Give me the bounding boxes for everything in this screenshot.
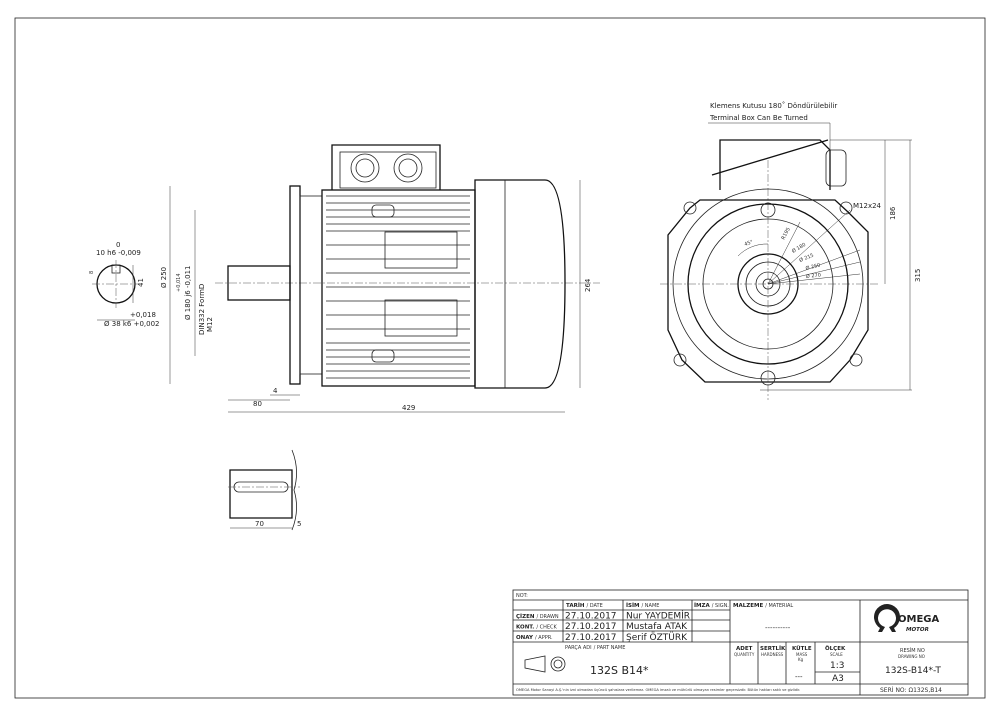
projection-symbol-icon	[524, 655, 566, 673]
dim-70: 70	[255, 520, 264, 528]
dim-d180-tol: +0,014	[176, 273, 182, 292]
dim-d250-front: Ø 250	[805, 262, 821, 272]
scale-label: ÖLÇEK	[825, 645, 846, 652]
drawing-no: 132S-B14*-T	[885, 666, 941, 676]
terminal-box	[331, 144, 441, 190]
serial-no: SERİ NO: Ω132S,B14	[880, 687, 942, 694]
material-value: ----------	[765, 624, 791, 632]
mass-value: ---	[795, 673, 803, 681]
key-detail: 70 5	[228, 449, 301, 531]
part-name-label: PARÇA ADI/ PART NAME	[565, 645, 625, 651]
sheet-frame	[14, 17, 986, 699]
scale-value: 1:3	[830, 661, 844, 671]
fan-cover	[474, 179, 566, 389]
shaft-section: 0 10 h6 -0,009 8 41 +0,018 Ø 38 k6 +0,00…	[89, 241, 160, 328]
logo-word: OMEGA	[898, 614, 939, 625]
note-terminal-box-en: Terminal Box Can Be Turned	[709, 114, 808, 122]
drawing-no-label-en: DRAWING NO	[898, 654, 925, 659]
row-check-name: Mustafa ATAK	[626, 622, 688, 632]
hardness-label-en: HARDNESS	[761, 652, 784, 657]
scale-label-en: SCALE	[830, 652, 843, 657]
key-dim: 10 h6 -0,009	[96, 249, 141, 257]
hardness-label: SERTLİK	[760, 645, 786, 652]
copyright-footer: OMEGA Motor Sanayi A.Ş.'nin izni olmadan…	[516, 688, 800, 692]
key-tol-zero: 0	[116, 241, 120, 249]
dim-d215: Ø 215	[798, 252, 815, 264]
dim-5: 5	[297, 520, 301, 528]
row-drawn-date: 27.10.2017	[565, 612, 617, 622]
mass-label: KÜTLE	[792, 645, 812, 652]
row-check-role: KONT./ CHECK	[516, 625, 557, 631]
row-drawn-name: Nur YAYDEMİR	[626, 611, 690, 622]
quantity-label-en: QUANTITY	[734, 652, 755, 657]
motor-front-view: Klemens Kutusu 180˚ Döndürülebilir Termi…	[660, 102, 922, 400]
quantity-label: ADET	[736, 646, 753, 652]
shaft-dia: Ø 38 k6 +0,002	[104, 320, 160, 328]
dim-d180: Ø 180 j6 -0,011	[184, 265, 192, 320]
dim-d250: Ø 250	[160, 267, 168, 288]
dim-d180-front: Ø 180	[791, 241, 808, 255]
dim-264: 264	[584, 278, 592, 292]
mass-unit: Kg	[798, 657, 804, 662]
motor-side-view: Ø 250 +0,014 Ø 180 j6 -0,011 DIN332 Form…	[160, 144, 600, 413]
dim-angle-45: 45°	[744, 239, 755, 248]
row-appr-role: ONAY/ APPR.	[516, 635, 553, 641]
dim-429: 429	[402, 404, 415, 412]
dim-m12x24: M12x24	[853, 202, 882, 210]
dim-186: 186	[889, 206, 897, 220]
header-material: MALZEME/ MATERIAL	[733, 603, 793, 609]
row-check-date: 27.10.2017	[565, 622, 617, 632]
dim-d270: Ø 270	[805, 271, 821, 280]
shaft-tol: +0,018	[130, 311, 156, 319]
logo-sub: MOTOR	[906, 627, 929, 633]
dim-4: 4	[273, 387, 278, 395]
sheet-size: A3	[832, 674, 844, 684]
omega-logo: OMEGA MOTOR	[874, 604, 939, 633]
dim-80: 80	[253, 400, 262, 408]
header-name: İSİM/ NAME	[626, 602, 659, 609]
flange	[289, 185, 301, 385]
dim-r195: R195	[780, 227, 791, 241]
header-sign: İMZA/ SIGN.	[694, 602, 729, 609]
part-name: 132S B14*	[590, 664, 649, 677]
header-date: TARİH/ DATE	[566, 602, 603, 609]
row-appr-name: Şerif ÖZTÜRK	[626, 632, 688, 643]
row-appr-date: 27.10.2017	[565, 633, 617, 643]
dim-41: 41	[137, 278, 145, 287]
drawing-no-label: RESİM NO	[900, 647, 925, 654]
row-drawn-role: ÇİZEN/ DRAWN	[516, 613, 559, 620]
key-height: 8	[89, 271, 95, 274]
dim-din332: DIN332 FormD	[198, 284, 206, 335]
title-block: NOT: TARİH/ DATE İSİM/ NAME İMZA/ SIGN. …	[512, 589, 969, 696]
note-terminal-box-tr: Klemens Kutusu 180˚ Döndürülebilir	[710, 102, 837, 110]
dim-315: 315	[914, 269, 922, 282]
mass-label-en: MASS	[796, 652, 808, 657]
note-label: NOT:	[516, 593, 528, 599]
dim-m12: M12	[206, 317, 214, 332]
